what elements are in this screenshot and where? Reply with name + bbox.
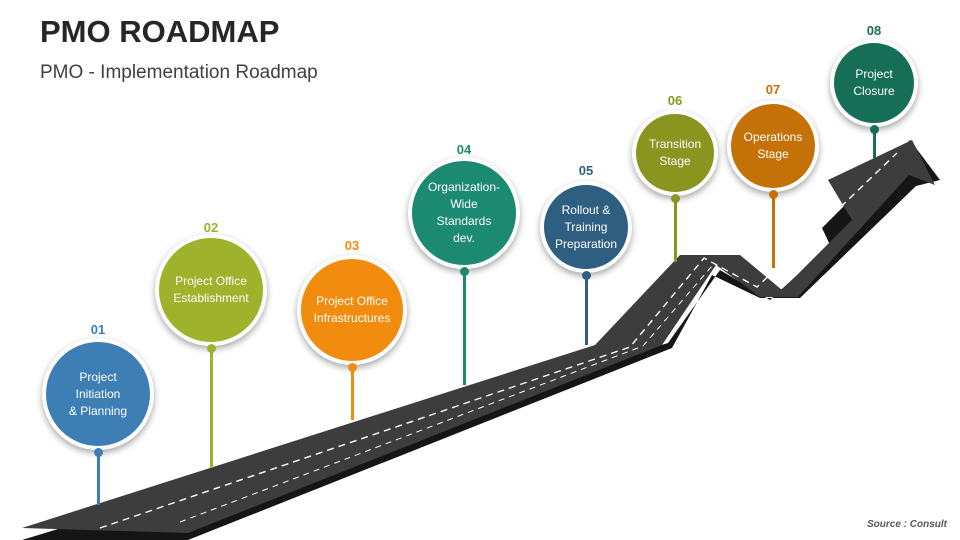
milestone-pin-dot [206, 344, 216, 353]
milestone-circle: Organization- Wide Standards dev. [408, 157, 520, 269]
milestone-stem [584, 273, 588, 345]
milestone-pin-dot [93, 448, 103, 457]
slide-title: PMO ROADMAP [40, 14, 280, 49]
milestone-pin-dot [869, 125, 879, 134]
milestone-label: Transition Stage [648, 137, 702, 168]
milestone-label: Project Office Establishment [173, 274, 249, 305]
milestone-label: Project Office Infrastructures [313, 294, 391, 325]
milestone-number: 04 [456, 142, 472, 157]
road-center-line [99, 152, 898, 529]
milestone-number: 08 [866, 23, 882, 38]
milestone-stem [209, 346, 213, 468]
milestone-number: 05 [578, 163, 594, 178]
road-surface [22, 140, 935, 533]
milestone-label: Operations Stage [743, 130, 803, 161]
milestone-number: 03 [344, 238, 360, 253]
milestone-label: Rollout & Training Preparation [554, 202, 618, 251]
milestone-stem [350, 365, 354, 420]
milestone-circle: Project Closure [830, 39, 918, 127]
milestone-label: Project Closure [853, 67, 895, 98]
milestone-number: 02 [203, 220, 219, 235]
milestone-circle: Project Initiation & Planning [42, 338, 154, 450]
milestone-circle: Project Office Infrastructures [297, 255, 407, 365]
source-note: Source : Consult [866, 519, 947, 530]
milestone-circle: Operations Stage [727, 100, 819, 192]
milestone-circle: Rollout & Training Preparation [540, 181, 632, 273]
milestone-number: 06 [667, 93, 683, 108]
milestone-stem [96, 450, 100, 505]
milestone-label: Project Initiation & Planning [68, 369, 128, 418]
milestone-stem [462, 269, 466, 385]
milestone-stem [872, 127, 876, 158]
milestone-pin-dot [670, 194, 680, 203]
milestone-pin-dot [768, 190, 778, 199]
milestone-stem [673, 196, 677, 262]
road-lane-line [179, 265, 713, 523]
milestone-number: 07 [765, 82, 781, 97]
milestone-pin-dot [347, 363, 357, 372]
milestone-pin-dot [581, 271, 591, 280]
milestone-stem [771, 192, 775, 268]
milestone-circle: Transition Stage [632, 110, 718, 196]
milestone-circle: Project Office Establishment [155, 234, 267, 346]
slide-subtitle: PMO - Implementation Roadmap [40, 62, 318, 83]
milestone-pin-dot [459, 267, 469, 276]
milestone-label: Organization- Wide Standards dev. [427, 180, 501, 245]
milestone-number: 01 [90, 322, 106, 337]
